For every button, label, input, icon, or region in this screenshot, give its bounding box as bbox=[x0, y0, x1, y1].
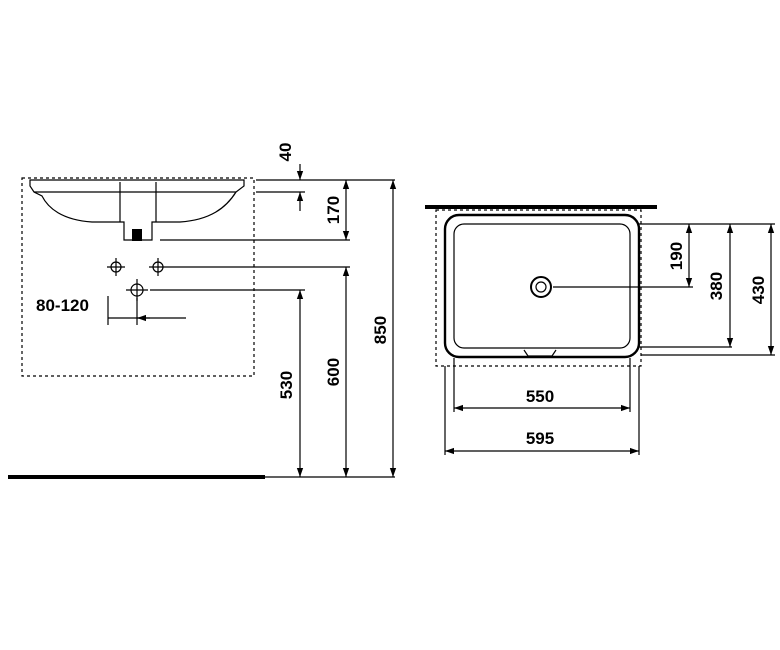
side-view: 40 170 850 530 600 80-120 bbox=[8, 143, 397, 479]
label-170: 170 bbox=[324, 196, 343, 224]
vanity-outline bbox=[21, 177, 255, 377]
drain-icon bbox=[530, 276, 552, 298]
label-40: 40 bbox=[276, 143, 295, 162]
label-80-120: 80-120 bbox=[36, 296, 89, 315]
label-530: 530 bbox=[277, 371, 296, 399]
label-430: 430 bbox=[749, 276, 768, 304]
tap-connection-left bbox=[107, 258, 125, 276]
waste-outlet bbox=[132, 229, 142, 241]
label-595: 595 bbox=[526, 429, 554, 448]
basin-profile bbox=[29, 179, 245, 241]
tap-connection-right bbox=[149, 258, 167, 276]
cabinet-outline bbox=[435, 209, 642, 367]
basin-outer-rim bbox=[443, 213, 641, 359]
label-600: 600 bbox=[324, 358, 343, 386]
waste-connection bbox=[126, 279, 148, 301]
basin-front-tab bbox=[523, 349, 557, 357]
basin-inner-bowl bbox=[453, 223, 631, 349]
label-380: 380 bbox=[707, 272, 726, 300]
overflow-channel bbox=[119, 182, 157, 222]
top-view: 190 380 430 550 595 bbox=[425, 205, 775, 455]
label-850: 850 bbox=[371, 316, 390, 344]
label-190: 190 bbox=[667, 242, 686, 270]
label-550: 550 bbox=[526, 387, 554, 406]
